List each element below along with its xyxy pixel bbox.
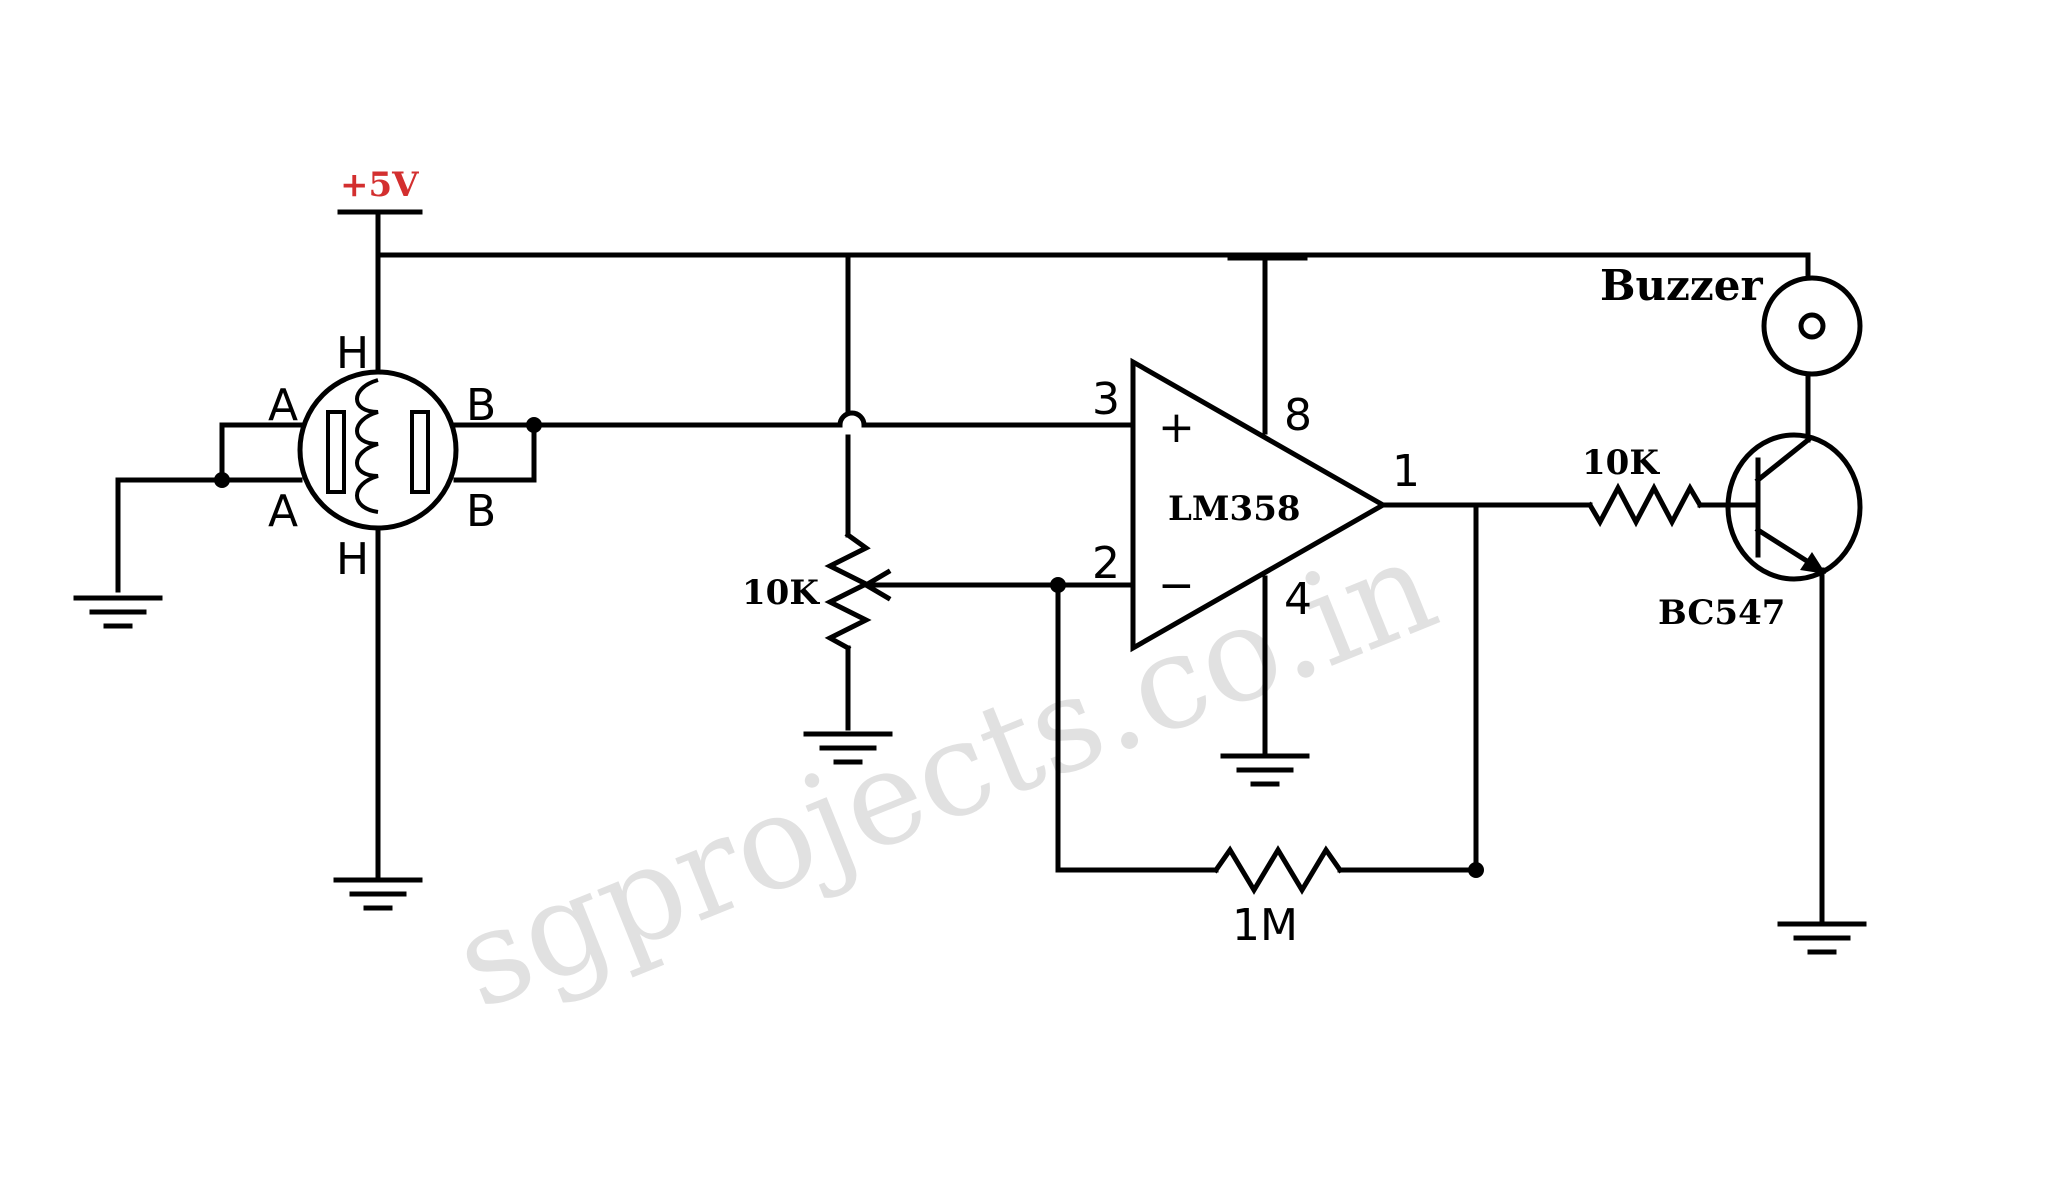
opamp-pin-3: 3 bbox=[1092, 374, 1120, 425]
opamp-pin-8: 8 bbox=[1284, 390, 1312, 441]
feedback-network: 1M bbox=[1055, 502, 1593, 951]
opamp-pin-2: 2 bbox=[1092, 538, 1120, 589]
wire-sensor-to-noninv bbox=[531, 410, 1133, 428]
opamp-plus-sign: + bbox=[1158, 402, 1195, 453]
potentiometer: 10K bbox=[742, 252, 1061, 765]
sensor-pin-b-bottom: B bbox=[466, 486, 496, 537]
sensor-pin-h-bottom: H bbox=[336, 534, 369, 585]
opamp-pin-4: 4 bbox=[1284, 574, 1312, 625]
buzzer-label: Buzzer bbox=[1600, 261, 1763, 310]
transistor-label: BC547 bbox=[1658, 593, 1785, 633]
transistor-bc547: BC547 bbox=[1658, 373, 1867, 955]
opamp-name: LM358 bbox=[1168, 489, 1301, 529]
feedback-resistor-label: 1M bbox=[1232, 900, 1298, 951]
supply-rail: +5V bbox=[337, 165, 1811, 261]
base-resistor-label: 10K bbox=[1582, 443, 1660, 483]
base-resistor: 10K bbox=[1582, 443, 1733, 528]
opamp-lm358: + − LM358 3 2 8 4 1 bbox=[1050, 252, 1420, 787]
opamp-minus-sign: − bbox=[1158, 560, 1195, 611]
buzzer: Buzzer bbox=[1600, 252, 1863, 377]
opamp-pin-1: 1 bbox=[1392, 446, 1420, 497]
supply-label: +5V bbox=[340, 165, 419, 205]
ground-symbol-sensor-a bbox=[73, 595, 163, 629]
ground-symbol-sensor-h bbox=[333, 877, 423, 911]
sensor-pin-a-bottom: A bbox=[268, 486, 298, 537]
pot-label: 10K bbox=[742, 573, 820, 613]
sensor-pin-h-top: H bbox=[336, 328, 369, 379]
gas-sensor: H H A A B B bbox=[115, 252, 542, 883]
